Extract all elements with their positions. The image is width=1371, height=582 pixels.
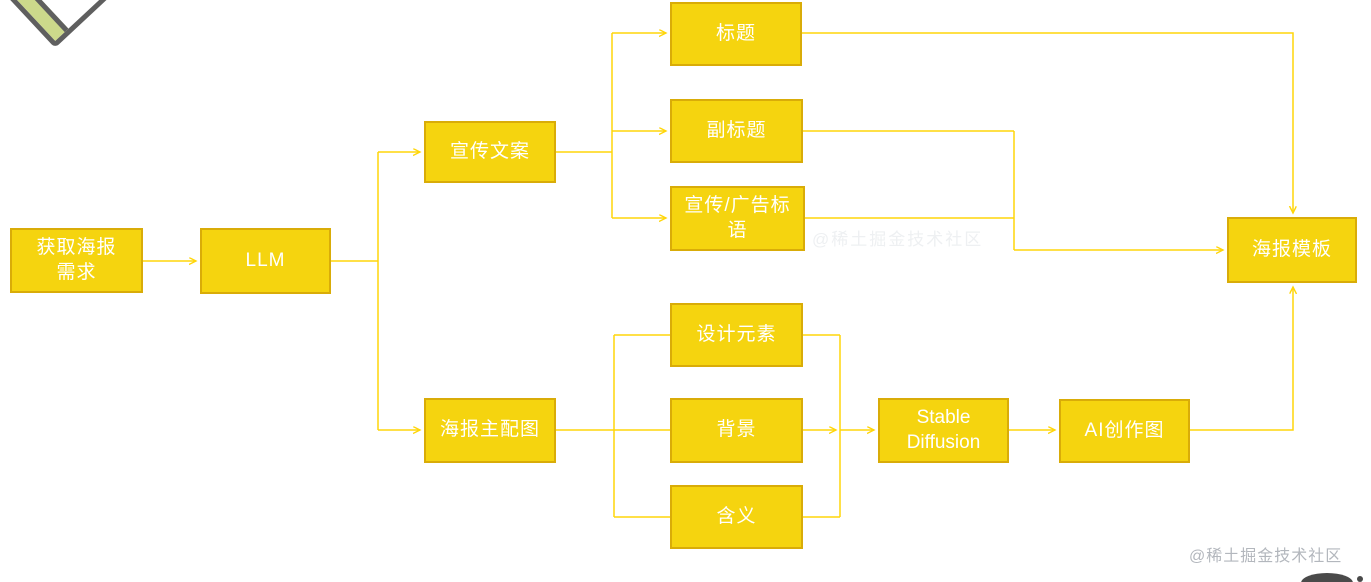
connector-elements-merge — [803, 334, 841, 518]
node-main-image: 海报主配图 — [424, 398, 556, 463]
connector-subtitle-slogan-merge — [803, 130, 1015, 250]
connector-title-to-template — [802, 32, 1293, 213]
node-slogan: 宣传/广告标 语 — [670, 186, 805, 251]
watermark-center: @稀土掘金技术社区 — [812, 230, 984, 249]
node-template: 海报模板 — [1227, 217, 1357, 283]
node-ai-image: AI创作图 — [1059, 399, 1190, 463]
connector-ai-image-to-template — [1190, 287, 1293, 431]
node-meaning: 含义 — [670, 485, 803, 549]
watermark-bottom-right: @稀土掘金技术社区 — [1189, 548, 1343, 565]
node-stable-diffusion: Stable Diffusion — [878, 398, 1009, 463]
node-subtitle: 副标题 — [670, 99, 803, 163]
connector-main-image-stem — [556, 334, 670, 518]
connector-copywriting-stem — [556, 33, 613, 218]
node-background: 背景 — [670, 398, 803, 463]
node-get-requirements: 获取海报 需求 — [10, 228, 143, 293]
connector-llm-stem — [331, 152, 379, 430]
node-llm: LLM — [200, 228, 331, 294]
dark-dot-shape — [1357, 576, 1363, 582]
node-design-elements: 设计元素 — [670, 303, 803, 367]
node-title: 标题 — [670, 2, 802, 66]
node-copywriting: 宣传文案 — [424, 121, 556, 183]
dark-blob-shape — [1301, 573, 1353, 582]
